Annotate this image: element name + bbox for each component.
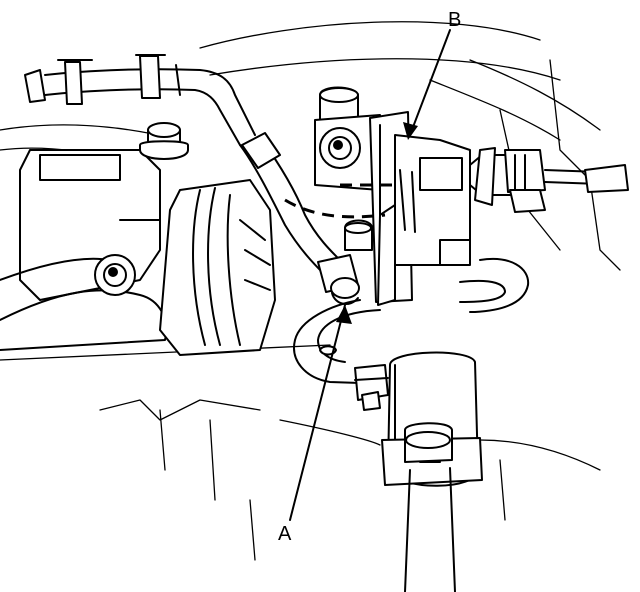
vacuum-hose bbox=[24, 54, 256, 146]
callout-b-leader bbox=[403, 29, 451, 140]
electrical-connector bbox=[469, 147, 629, 213]
hidden-hose-path bbox=[284, 183, 395, 219]
callout-b-label: B bbox=[448, 9, 461, 31]
callout-a-leader bbox=[289, 304, 352, 521]
throttle-body bbox=[0, 149, 276, 356]
mounting-bolt bbox=[139, 122, 189, 160]
lower-hose-clamp bbox=[354, 364, 389, 411]
evap-canister bbox=[381, 351, 483, 592]
solenoid-valve bbox=[314, 86, 471, 306]
callout-a-label: A bbox=[278, 523, 292, 545]
hose-a bbox=[239, 132, 360, 305]
